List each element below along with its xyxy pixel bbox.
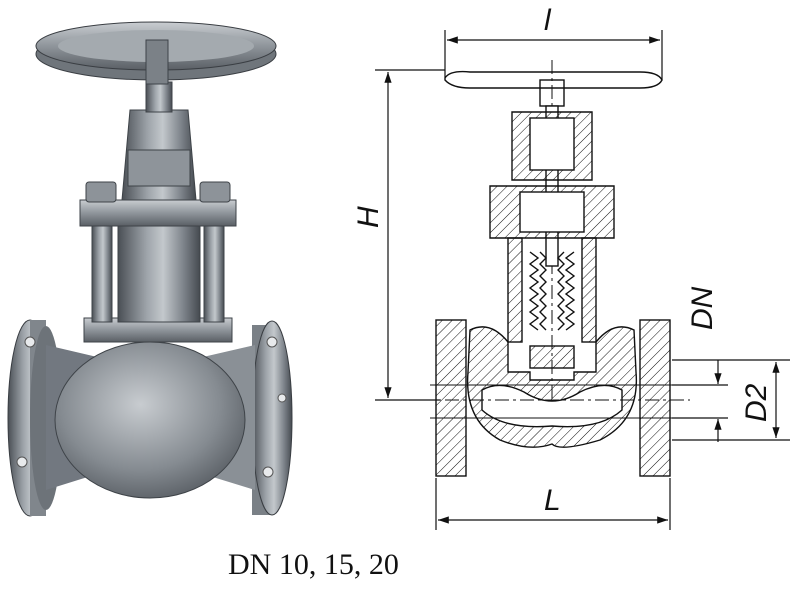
bellows [528,251,576,331]
dim-label-D2: D2 [740,383,773,422]
right-flange [251,320,293,516]
section-drawing [420,60,690,477]
bellows-housing [117,221,201,323]
dim-label-DN: DN [686,286,719,330]
figure-caption: DN 10, 15, 20 [228,548,399,581]
dimension-lines [375,30,790,530]
dim-label-H: H [352,206,385,228]
dim-label-l: l [544,4,552,37]
valve-body [54,341,246,499]
valve-photo [7,21,293,517]
handwheel-photo [35,21,277,85]
dim-label-L: L [544,484,561,517]
